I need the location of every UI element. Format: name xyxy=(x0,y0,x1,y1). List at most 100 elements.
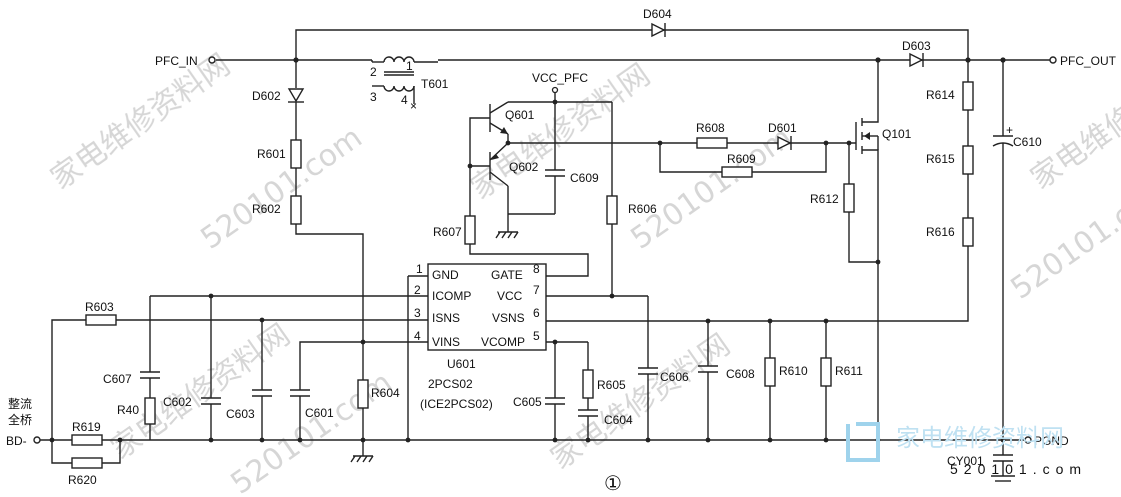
output-divider xyxy=(546,60,974,322)
svg-text:×: × xyxy=(410,99,417,113)
pin5-name: VCOMP xyxy=(481,335,525,349)
capacitor-c610 xyxy=(992,60,1014,455)
c606-label: C606 xyxy=(660,370,689,384)
resistor-r620 xyxy=(71,457,103,469)
ground-rail xyxy=(33,436,1032,444)
current-sense-shunts xyxy=(49,314,123,469)
q602-label: Q602 xyxy=(509,160,539,174)
bd-line1: 整流 xyxy=(8,396,32,411)
r609-label: R609 xyxy=(727,152,756,166)
c605-label: C605 xyxy=(513,395,542,409)
pfc-in-label: PFC_IN xyxy=(155,54,198,68)
resistor-r619 xyxy=(71,434,103,446)
q101-label: Q101 xyxy=(882,127,912,141)
r607-label: R607 xyxy=(433,225,462,239)
diode-d601 xyxy=(777,135,792,151)
r619-label: R619 xyxy=(72,420,101,434)
pin2-name: ICOMP xyxy=(432,289,471,303)
ic-u601 xyxy=(116,263,648,440)
r610-label: R610 xyxy=(779,364,808,378)
pin6-name: VSNS xyxy=(492,311,525,325)
gate-drive-network xyxy=(657,135,878,263)
resistor-r602 xyxy=(290,195,302,225)
mosfet-q101 xyxy=(855,60,881,440)
bd-line2: 全桥 xyxy=(8,412,32,427)
driver-transistors xyxy=(467,93,856,239)
left-divider-column xyxy=(287,60,364,380)
resistor-r40 xyxy=(144,397,156,425)
resistor-r606-net xyxy=(606,195,618,296)
diode-d603 xyxy=(909,52,924,68)
watermark-text: 家电维修资料网 xyxy=(45,47,237,196)
c604-label: C604 xyxy=(604,413,633,427)
site-logo: 家电维修资料网 520101.com xyxy=(846,422,1087,477)
figure-label: ① xyxy=(604,473,622,495)
r603-label: R603 xyxy=(85,300,114,314)
pin3-name: ISNS xyxy=(432,311,460,325)
r40-label: R40 xyxy=(117,403,139,417)
c607-label: C607 xyxy=(103,372,132,386)
resistor-r614 xyxy=(962,81,974,111)
pin8-num: 8 xyxy=(533,262,540,276)
resistor-r608 xyxy=(696,137,728,149)
ic-ref-label: U601 xyxy=(447,357,476,371)
pin1-num: 1 xyxy=(416,262,423,276)
r620-label: R620 xyxy=(68,473,97,487)
watermark-text: 520101.com xyxy=(1005,170,1121,307)
resistor-r607-net xyxy=(464,215,589,277)
pin7-name: VCC xyxy=(497,289,523,303)
pin4-name: VINS xyxy=(432,335,460,349)
logo-url: 520101.com xyxy=(950,461,1087,477)
vcc-vsns-network xyxy=(609,293,1006,443)
pin2-num: 2 xyxy=(414,283,421,297)
pin6-num: 6 xyxy=(533,306,540,320)
diode-d604 xyxy=(651,22,666,38)
d602-label: D602 xyxy=(252,89,281,103)
watermark-text: 家电维修资料网 xyxy=(1025,47,1121,196)
c610-plus: + xyxy=(1006,123,1013,137)
r604-label: R604 xyxy=(371,386,400,400)
r612-label: R612 xyxy=(810,192,839,206)
d601-label: D601 xyxy=(768,121,797,135)
t601-pin4-label: 4 xyxy=(401,93,408,107)
pin8-name: GATE xyxy=(491,268,523,282)
r605-label: R605 xyxy=(597,378,626,392)
d603-label: D603 xyxy=(902,39,931,53)
t601-pin2-label: 2 xyxy=(370,65,377,79)
c601-label: C601 xyxy=(305,406,334,420)
c608-label: C608 xyxy=(726,367,755,381)
pin7-num: 7 xyxy=(533,283,540,297)
resistor-r611 xyxy=(820,357,832,387)
t601-pin3-label: 3 xyxy=(370,90,377,104)
logo-text: 家电维修资料网 xyxy=(896,424,1064,452)
resistor-r607 xyxy=(464,215,476,245)
q601-label: Q601 xyxy=(505,108,535,122)
t601-pin1-label: 1 xyxy=(406,59,413,73)
r614-label: R614 xyxy=(926,88,955,102)
r606-label: R606 xyxy=(628,202,657,216)
r616-label: R616 xyxy=(926,225,955,239)
vcomp-network xyxy=(545,339,598,443)
icomp-network xyxy=(140,293,411,463)
cy001-label: CY001 xyxy=(947,454,984,468)
r601-label: R601 xyxy=(257,147,286,161)
bd-line3: BD- xyxy=(6,434,27,448)
resistor-r605 xyxy=(582,369,594,399)
pfc-out-label: PFC_OUT xyxy=(1060,54,1117,68)
pin5-num: 5 xyxy=(533,329,540,343)
pgnd-label: PGND xyxy=(1034,434,1069,448)
resistor-r609 xyxy=(721,166,753,178)
resistor-r604 xyxy=(357,379,369,409)
ic-u601-body xyxy=(427,263,547,351)
ic-alt-part-label: (ICE2PCS02) xyxy=(420,397,493,411)
c602-label: C602 xyxy=(163,395,192,409)
ic-part-label: 2PCS02 xyxy=(428,377,473,391)
resistor-r616 xyxy=(962,217,974,247)
r615-label: R615 xyxy=(926,152,955,166)
resistor-r612 xyxy=(843,183,855,213)
watermark-text: 520101.com xyxy=(195,120,369,257)
r608-label: R608 xyxy=(696,121,725,135)
watermark-text: 520101.com xyxy=(225,365,399,497)
transformer-t601: × xyxy=(371,56,438,113)
